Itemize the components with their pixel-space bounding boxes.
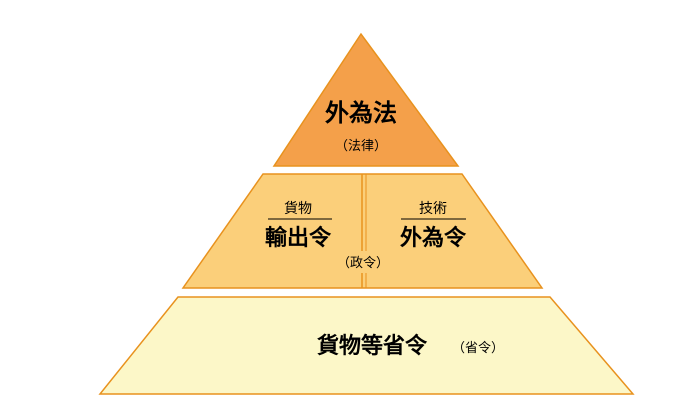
tier-bottom [98,296,635,395]
tier-middle-left-small: 貨物 [284,200,312,217]
tier-middle-subtitle: （政令） [337,256,389,271]
tier-top-subtitle: （法律） [335,139,387,154]
tier-top [272,32,460,167]
tier-middle-right-title: 外為令 [400,225,467,251]
tier-bottom-title: 貨物等省令 [317,333,428,359]
tier-middle-subtitle-bg [332,251,394,273]
tier-bottom-subtitle: （省令） [452,341,504,356]
tier-middle-left-title: 輸出令 [265,225,332,251]
tier-top-title: 外為法 [325,99,397,127]
tier-middle-right-small: 技術 [419,201,447,217]
